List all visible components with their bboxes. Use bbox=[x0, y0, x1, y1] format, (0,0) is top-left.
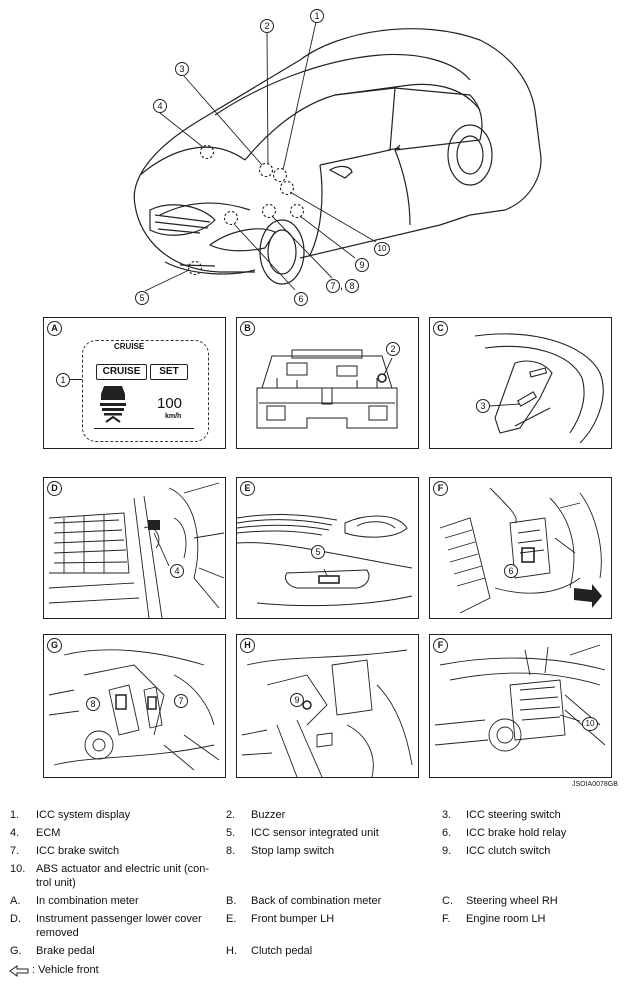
panel-c-callout-3: 3 bbox=[476, 399, 490, 413]
panel-tag-a: A bbox=[47, 321, 62, 336]
legend-text-2: Buzzer bbox=[251, 809, 286, 821]
legend-letter-a: A. bbox=[10, 895, 21, 907]
legend-text-8: Stop lamp switch bbox=[251, 845, 335, 857]
vehicle-ahead-icon bbox=[100, 386, 126, 423]
legend-text-3: ICC steering switch bbox=[466, 809, 561, 821]
legend-letter-e: E. bbox=[226, 913, 237, 925]
legend-text-1: ICC system display bbox=[36, 809, 131, 821]
legend-letter-f-text: Engine room LH bbox=[466, 913, 546, 925]
callout-separator: , bbox=[340, 280, 344, 292]
combination-meter-back-drawing bbox=[256, 349, 398, 429]
panel-a: A CRUISE CRUISE SET 100 km/h 1 bbox=[43, 317, 226, 449]
cruise-button: CRUISE bbox=[96, 364, 147, 380]
legend-letter-g-text: Brake pedal bbox=[36, 945, 95, 957]
callout-4: 4 bbox=[153, 99, 167, 113]
legend-num-7: 7. bbox=[10, 845, 20, 857]
vehicle-front-note: : Vehicle front bbox=[32, 964, 99, 976]
legend-letter-c-text: Steering wheel RH bbox=[466, 895, 558, 907]
panel-tag-f: F bbox=[433, 481, 448, 496]
legend-num-8: 8. bbox=[226, 845, 236, 857]
brake-pedal-drawing bbox=[48, 649, 220, 771]
legend-letter-g: G. bbox=[10, 945, 22, 957]
legend-letter-d-text-cont: removed bbox=[36, 927, 79, 939]
panel-e-callout-5: 5 bbox=[311, 545, 325, 559]
callout-8: 8 bbox=[345, 279, 359, 293]
panel-tag-h: H bbox=[240, 638, 255, 653]
legend-letter-f: F. bbox=[442, 913, 451, 925]
abs-actuator-drawing bbox=[434, 644, 606, 752]
legend-letter-h: H. bbox=[226, 945, 237, 957]
leader-line bbox=[70, 379, 82, 380]
legend-num-6: 6. bbox=[442, 827, 452, 839]
legend-text-10: ABS actuator and electric unit (con- bbox=[36, 863, 210, 875]
legend-letter-a-text: In combination meter bbox=[36, 895, 139, 907]
panel-a-callout-1: 1 bbox=[56, 373, 70, 387]
front-bumper-drawing bbox=[237, 513, 413, 607]
panel-g-callout-8: 8 bbox=[86, 697, 100, 711]
cruise-display-dashed-frame bbox=[82, 340, 209, 442]
callout-5: 5 bbox=[135, 291, 149, 305]
legend-letter-h-text: Clutch pedal bbox=[251, 945, 313, 957]
legend-letter-d: D. bbox=[10, 913, 21, 925]
callout-10: 10 bbox=[374, 242, 390, 256]
image-code: JSOIA0078GB bbox=[572, 781, 618, 788]
panel-c: C 3 bbox=[429, 317, 612, 449]
panel-g: G 8 7 bbox=[43, 634, 226, 778]
callout-9: 9 bbox=[355, 258, 369, 272]
panel-f-abs: F 10 bbox=[429, 634, 612, 778]
car-illustration bbox=[133, 21, 542, 292]
panel-tag-d: D bbox=[47, 481, 62, 496]
legend-letter-c: C. bbox=[442, 895, 453, 907]
panel-tag-c: C bbox=[433, 321, 448, 336]
panel-f: F 6 bbox=[429, 477, 612, 619]
legend-num-1: 1. bbox=[10, 809, 20, 821]
legend-text-5: ICC sensor integrated unit bbox=[251, 827, 379, 839]
clutch-pedal-drawing bbox=[241, 649, 413, 777]
panel-e: E 5 bbox=[236, 477, 419, 619]
legend-letter-b-text: Back of combination meter bbox=[251, 895, 382, 907]
panel-tag-f-abs: F bbox=[433, 638, 448, 653]
panel-g-callout-7: 7 bbox=[174, 694, 188, 708]
legend-num-5: 5. bbox=[226, 827, 236, 839]
engine-room-drawing bbox=[439, 487, 602, 614]
meter-bottom-edge bbox=[94, 428, 194, 429]
legend-text-6: ICC brake hold relay bbox=[466, 827, 567, 839]
legend-num-3: 3. bbox=[442, 809, 452, 821]
legend-text-9: ICC clutch switch bbox=[466, 845, 551, 857]
callout-2: 2 bbox=[260, 19, 274, 33]
legend-letter-b: B. bbox=[226, 895, 237, 907]
panel-h-callout-9: 9 bbox=[290, 693, 304, 707]
panel-tag-e: E bbox=[240, 481, 255, 496]
panel-d-callout-4: 4 bbox=[170, 564, 184, 578]
panel-b: B 2 bbox=[236, 317, 419, 449]
legend-num-2: 2. bbox=[226, 809, 236, 821]
callout-3: 3 bbox=[175, 62, 189, 76]
panel-b-callout-2: 2 bbox=[386, 342, 400, 356]
set-speed-value: 100 bbox=[157, 395, 183, 412]
legend-letter-e-text: Front bumper LH bbox=[251, 913, 335, 925]
vehicle-front-arrow-icon bbox=[9, 965, 29, 977]
panel-tag-b: B bbox=[240, 321, 255, 336]
instrument-cover-drawing bbox=[48, 482, 225, 618]
callout-7: 7 bbox=[326, 279, 340, 293]
cruise-title: CRUISE bbox=[114, 342, 145, 351]
legend-text-10-cont: trol unit) bbox=[36, 877, 76, 889]
legend-text-4: ECM bbox=[36, 827, 61, 839]
callout-1: 1 bbox=[310, 9, 324, 23]
steering-wheel-drawing bbox=[474, 333, 604, 444]
legend-text-7: ICC brake switch bbox=[36, 845, 120, 857]
set-button: SET bbox=[150, 364, 188, 380]
panel-f-abs-callout-10: 10 bbox=[582, 717, 598, 731]
panel-f-callout-6: 6 bbox=[504, 564, 518, 578]
panel-h: H 9 bbox=[236, 634, 419, 778]
callout-6: 6 bbox=[294, 292, 308, 306]
legend-num-4: 4. bbox=[10, 827, 20, 839]
panel-tag-g: G bbox=[47, 638, 62, 653]
legend-letter-d-text: Instrument passenger lower cover bbox=[36, 913, 202, 925]
speed-unit: km/h bbox=[165, 413, 182, 420]
legend-num-9: 9. bbox=[442, 845, 452, 857]
panel-d: D 4 bbox=[43, 477, 226, 619]
legend-num-10: 10. bbox=[10, 863, 26, 875]
